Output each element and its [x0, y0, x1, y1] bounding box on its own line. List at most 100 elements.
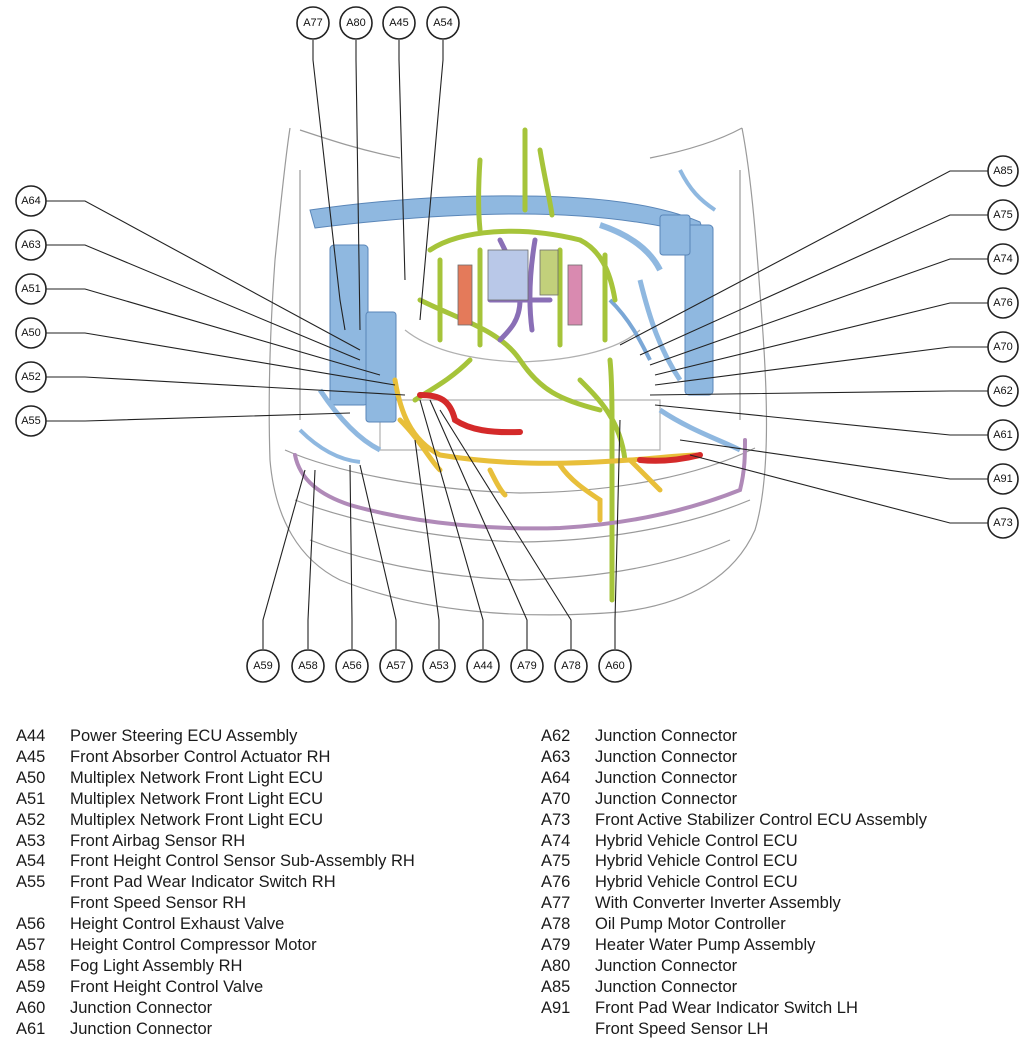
callout-a50[interactable]: A50 — [15, 317, 47, 349]
legend-code — [541, 1019, 595, 1040]
svg-text:A53: A53 — [429, 660, 449, 672]
legend-description: Junction Connector — [595, 789, 738, 808]
svg-text:A85: A85 — [993, 165, 1013, 177]
legend-code: A91 — [541, 998, 571, 1017]
callout-a78[interactable]: A78 — [554, 649, 588, 683]
svg-text:A91: A91 — [993, 473, 1013, 485]
callout-a59[interactable]: A59 — [246, 649, 280, 683]
legend-row: A60 Junction Connector — [16, 998, 526, 1019]
harness-bumper — [293, 438, 747, 531]
callout-a73[interactable]: A73 — [987, 507, 1019, 539]
callout-a58[interactable]: A58 — [291, 649, 325, 683]
legend-code: A85 — [541, 977, 571, 996]
legend-row: A75 Hybrid Vehicle Control ECU — [541, 851, 1021, 872]
legend-description: Front Height Control Valve — [70, 977, 264, 996]
legend-description: Height Control Exhaust Valve — [70, 915, 285, 934]
legend-row: A52 Multiplex Network Front Light ECU — [16, 810, 526, 831]
callout-a74[interactable]: A74 — [987, 243, 1019, 275]
legend-row: A45 Front Absorber Control Actuator RH — [16, 747, 526, 768]
svg-text:A61: A61 — [993, 429, 1013, 441]
legend-description: Junction Connector — [595, 768, 738, 787]
callout-a51[interactable]: A51 — [15, 273, 47, 305]
legend-code: A60 — [16, 998, 46, 1017]
svg-text:A58: A58 — [298, 660, 318, 672]
legend-code: A45 — [16, 747, 46, 766]
legend-code: A64 — [541, 768, 571, 787]
legend-row: Front Speed Sensor RH — [16, 893, 526, 914]
legend-row: A64 Junction Connector — [541, 768, 1021, 789]
legend-code: A53 — [16, 831, 46, 850]
callout-a61[interactable]: A61 — [987, 419, 1019, 451]
legend-code: A55 — [16, 873, 46, 892]
legend-description: Junction Connector — [595, 727, 738, 745]
svg-text:A73: A73 — [993, 517, 1013, 529]
legend-code: A79 — [541, 936, 571, 955]
legend-code: A61 — [16, 1019, 46, 1038]
legend-code: A63 — [541, 747, 571, 766]
callout-a62[interactable]: A62 — [987, 375, 1019, 407]
legend-code: A76 — [541, 873, 571, 892]
legend-description: With Converter Inverter Assembly — [595, 894, 841, 913]
callout-a56[interactable]: A56 — [335, 649, 369, 683]
legend-code: A51 — [16, 789, 46, 808]
legend-code: A75 — [541, 852, 571, 871]
legend-description: Multiplex Network Front Light ECU — [70, 810, 324, 829]
callout-a54[interactable]: A54 — [426, 6, 460, 40]
legend-code: A52 — [16, 810, 46, 829]
legend-description: Front Height Control Sensor Sub-Assembly… — [70, 852, 415, 871]
callout-a60[interactable]: A60 — [598, 649, 632, 683]
callout-a57[interactable]: A57 — [379, 649, 413, 683]
svg-text:A70: A70 — [993, 341, 1013, 353]
svg-text:A51: A51 — [21, 283, 41, 295]
callout-a63[interactable]: A63 — [15, 229, 47, 261]
callout-a80[interactable]: A80 — [339, 6, 373, 40]
legend-description: Front Speed Sensor RH — [70, 894, 247, 913]
callout-a85[interactable]: A85 — [987, 155, 1019, 187]
legend-description: Junction Connector — [595, 747, 738, 766]
legend-description: Front Speed Sensor LH — [595, 1019, 769, 1038]
callout-a76[interactable]: A76 — [987, 287, 1019, 319]
svg-text:A76: A76 — [993, 297, 1013, 309]
svg-text:A64: A64 — [21, 195, 41, 207]
legend-description: Height Control Compressor Motor — [70, 936, 317, 955]
legend-row: A85 Junction Connector — [541, 977, 1021, 998]
callout-a79[interactable]: A79 — [510, 649, 544, 683]
callout-a91[interactable]: A91 — [987, 463, 1019, 495]
harness-blue — [298, 169, 742, 464]
legend-description: Junction Connector — [70, 998, 213, 1017]
legend-description: Hybrid Vehicle Control ECU — [595, 852, 798, 871]
callout-a64[interactable]: A64 — [15, 185, 47, 217]
legend-description: Front Absorber Control Actuator RH — [70, 747, 331, 766]
callout-a53[interactable]: A53 — [422, 649, 456, 683]
callout-a44[interactable]: A44 — [466, 649, 500, 683]
legend-row: Front Speed Sensor LH — [541, 1019, 1021, 1040]
legend-description: Junction Connector — [595, 977, 738, 996]
legend-description: Fog Light Assembly RH — [70, 956, 243, 975]
callout-a75[interactable]: A75 — [987, 199, 1019, 231]
svg-text:A54: A54 — [433, 17, 453, 29]
callout-a45[interactable]: A45 — [382, 6, 416, 40]
callout-a52[interactable]: A52 — [15, 361, 47, 393]
callout-a55[interactable]: A55 — [15, 405, 47, 437]
svg-text:A56: A56 — [342, 660, 362, 672]
legend-row: A50 Multiplex Network Front Light ECU — [16, 768, 526, 789]
callout-a77[interactable]: A77 — [296, 6, 330, 40]
legend-description: Multiplex Network Front Light ECU — [70, 768, 324, 787]
legend-code: A50 — [16, 768, 46, 787]
engine-components — [457, 249, 583, 326]
vehicle-outline — [268, 127, 768, 616]
legend-code: A44 — [16, 727, 46, 745]
legend-description: Hybrid Vehicle Control ECU — [595, 831, 798, 850]
svg-text:A79: A79 — [517, 660, 537, 672]
svg-text:A78: A78 — [561, 660, 581, 672]
legend-description: Junction Connector — [595, 956, 738, 975]
callout-a70[interactable]: A70 — [987, 331, 1019, 363]
